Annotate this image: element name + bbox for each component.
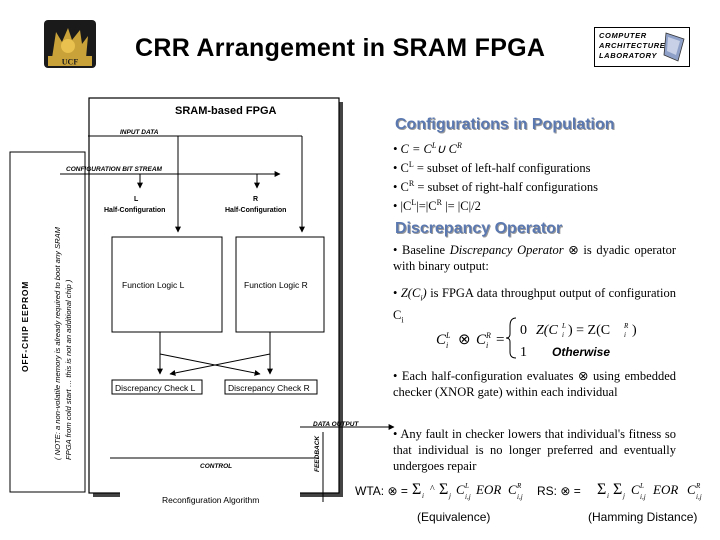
svg-text:R: R	[516, 482, 522, 490]
crr-architecture-diagram: OFF-CHIP EEPROM ( NOTE: a non-volatile m…	[9, 97, 395, 510]
page-title: CRR Arrangement in SRAM FPGA	[135, 34, 546, 62]
svg-text:i,j: i,j	[517, 493, 523, 501]
svg-text:Σ: Σ	[613, 481, 622, 498]
svg-text:L: L	[445, 331, 451, 340]
wta-formula: Σ i ^ Σ j C L i,j EOR C R i,j	[412, 481, 523, 501]
reconfig-box	[120, 488, 300, 510]
svg-text:i: i	[624, 331, 626, 339]
eeprom-box	[9, 151, 86, 493]
svg-text:⊗: ⊗	[458, 332, 471, 348]
svg-text:L: L	[464, 482, 469, 490]
discrepancy-check-r-label: Discrepancy Check R	[228, 383, 310, 393]
discrepancy-check-r-box	[224, 379, 318, 395]
svg-text:i,j: i,j	[640, 493, 646, 501]
config-bullet-list: • C = CL∪ CR • CL = subset of left-half …	[393, 138, 683, 215]
discrepancy-check-l-label: Discrepancy Check L	[115, 383, 196, 393]
svg-text:C: C	[631, 482, 640, 497]
svg-text:C: C	[476, 332, 487, 348]
data-output-label: DATA OUTPUT	[313, 421, 359, 428]
discrepancy-bullet-4: • Any fault in checker lowers that indiv…	[393, 427, 676, 473]
config-bullet: • CR = subset of right-half configuratio…	[393, 179, 598, 195]
discrepancy-bullet-2: • Z(Ci) is FPGA data throughput output o…	[393, 286, 676, 324]
svg-text:) = Z(C: ) = Z(C	[568, 323, 610, 338]
discrepancy-bullet-3: • Each half-configuration evaluates ⊗ us…	[393, 369, 676, 399]
config-bit-stream-label: CONFIGURATION BIT STREAM	[66, 166, 163, 173]
svg-text:i: i	[607, 492, 609, 500]
ucf-logo: UCF	[42, 18, 98, 70]
formula-one: 1	[520, 345, 527, 360]
svg-text:R: R	[623, 322, 629, 330]
svg-text:i,j: i,j	[465, 493, 471, 501]
config-bullet: • C = CL∪ CR	[393, 141, 462, 157]
control-label: CONTROL	[200, 463, 232, 470]
rs-formula: Σ i Σ j C L i,j EOR C R i,j	[597, 481, 702, 501]
function-logic-l-label: Function Logic L	[122, 280, 185, 290]
eeprom-note-2: FPGA from cold start … this is not an ad…	[64, 279, 73, 460]
svg-text:UCF: UCF	[62, 58, 79, 67]
reconfig-label: Reconfiguration Algorithm	[162, 495, 259, 505]
function-logic-r-box	[235, 236, 325, 333]
eeprom-note-1: ( NOTE: a non-volatile memory is already…	[53, 226, 62, 460]
svg-text:j: j	[622, 492, 625, 500]
formula-zero: 0	[520, 323, 527, 338]
discrepancy-bullet-1: • Baseline Discrepancy Operator ⊗ is dya…	[393, 243, 676, 273]
lab-logo-line-2: ARCHITECTURE	[599, 41, 666, 50]
svg-text:i: i	[446, 341, 448, 350]
discrepancy-heading: Discrepancy Operator	[395, 220, 563, 237]
svg-text:i: i	[562, 331, 564, 339]
svg-text:i,j: i,j	[696, 493, 702, 501]
left-config-letter: L	[134, 196, 139, 203]
svg-text:C: C	[687, 482, 696, 497]
config-heading: Configurations in Population	[395, 116, 615, 133]
svg-text:EOR: EOR	[652, 482, 678, 497]
svg-text:C: C	[456, 482, 465, 497]
rs-label: RS: ⊗ =	[537, 484, 581, 498]
svg-text:i: i	[422, 492, 424, 500]
svg-text:^: ^	[430, 484, 435, 495]
svg-text:Σ: Σ	[439, 481, 448, 498]
svg-text:Z(C: Z(C	[536, 323, 558, 338]
computer-architecture-lab-logo: COMPUTER ARCHITECTURE LABORATORY	[594, 27, 690, 67]
function-logic-l-box	[111, 236, 223, 333]
svg-text:L: L	[639, 482, 644, 490]
input-data-label: INPUT DATA	[120, 129, 159, 136]
equivalence-label: (Equivalence)	[417, 510, 491, 524]
config-bullet: • CL = subset of left-half configuration…	[393, 160, 591, 176]
lab-logo-line-3: LABORATORY	[599, 51, 658, 60]
svg-text:Σ: Σ	[597, 481, 606, 498]
svg-text:C: C	[436, 332, 447, 348]
formula-otherwise: Otherwise	[552, 345, 610, 359]
left-half-config-label: Half-Configuration	[104, 207, 165, 214]
fpga-title: SRAM-based FPGA	[175, 105, 277, 117]
lab-logo-line-1: COMPUTER	[599, 31, 647, 40]
svg-text:j: j	[448, 492, 451, 500]
svg-text:L: L	[561, 322, 566, 330]
svg-text:R: R	[695, 482, 701, 490]
svg-text:EOR: EOR	[475, 482, 501, 497]
svg-text:=: =	[496, 332, 504, 348]
feedback-label: FEEDBACK	[314, 435, 321, 472]
eeprom-label: OFF-CHIP EEPROM	[20, 281, 30, 372]
svg-text:): )	[632, 323, 637, 338]
discrepancy-check-l-box	[111, 379, 203, 395]
right-config-letter: R	[253, 196, 258, 203]
svg-text:Σ: Σ	[412, 481, 421, 498]
discrepancy-formula: C L i ⊗ C R i = 0 1 Z(C L i ) = Z(C R i …	[436, 317, 637, 360]
function-logic-r-label: Function Logic R	[244, 280, 308, 290]
svg-text:C: C	[508, 482, 517, 497]
hamming-distance-label: (Hamming Distance)	[588, 510, 698, 524]
right-half-config-label: Half-Configuration	[225, 207, 286, 214]
wta-label: WTA: ⊗ =	[355, 484, 408, 498]
svg-text:R: R	[485, 331, 491, 340]
config-bullet: • |CL|=|CR |= |C|/2	[393, 198, 481, 214]
svg-text:i: i	[486, 341, 488, 350]
